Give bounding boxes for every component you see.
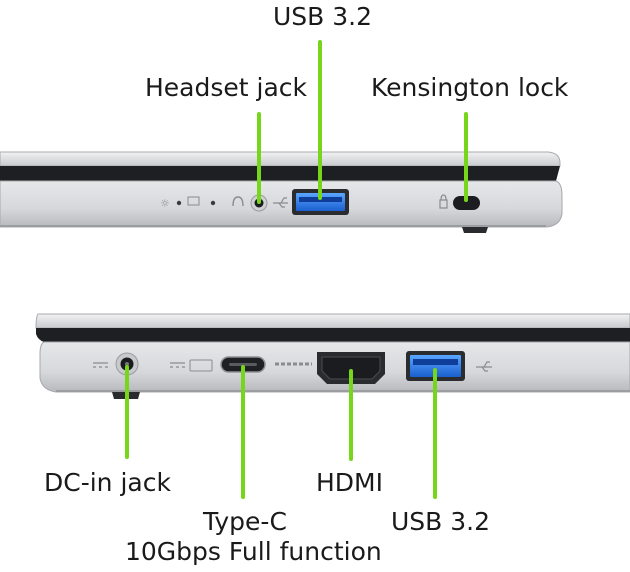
leader-line-headset xyxy=(257,112,261,204)
leader-line-usb-bottom xyxy=(433,368,437,499)
status-led-icons: ☼ xyxy=(160,196,216,210)
leader-line-type-c xyxy=(241,365,245,499)
kensington-lock-slot xyxy=(439,194,480,210)
label-usb-bottom: USB 3.2 xyxy=(391,507,491,536)
leader-line-hdmi xyxy=(349,369,353,461)
svg-text:☼: ☼ xyxy=(160,197,170,210)
label-dc-in-jack: DC-in jack xyxy=(44,468,171,497)
leader-line-usb-top xyxy=(318,40,322,200)
label-kensington-lock: Kensington lock xyxy=(371,73,569,102)
hdmi-port xyxy=(275,352,385,384)
label-headset-jack: Headset jack xyxy=(145,73,308,102)
dc-in-port xyxy=(93,352,139,376)
top-lid xyxy=(0,151,561,167)
bottom-bezel-line xyxy=(36,328,630,342)
usb-symbol-icon-top xyxy=(273,197,288,208)
top-base xyxy=(0,180,563,233)
usb-a-port-bottom xyxy=(406,351,492,381)
bottom-lid xyxy=(35,313,630,329)
label-type-c-speed: 10Gbps Full function xyxy=(125,537,382,566)
label-hdmi: HDMI xyxy=(316,468,383,497)
label-usb-top: USB 3.2 xyxy=(273,2,373,31)
leader-line-dc-in xyxy=(125,365,129,459)
label-type-c: Type-C xyxy=(203,507,287,536)
leader-line-kensington xyxy=(464,112,468,202)
